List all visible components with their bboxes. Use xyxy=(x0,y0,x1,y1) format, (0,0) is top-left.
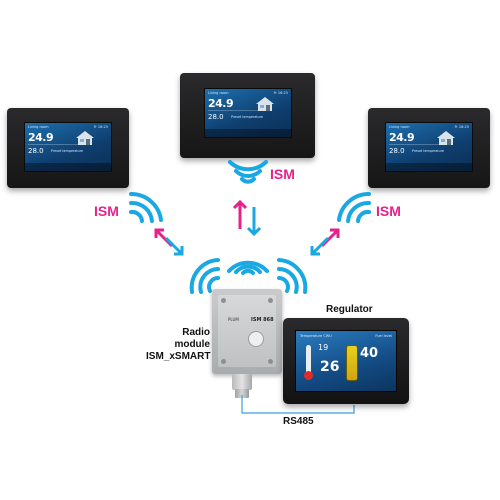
screen-preset-label: Preset temperature xyxy=(231,115,264,119)
screw-icon xyxy=(268,359,273,364)
cable-gland-nut xyxy=(235,389,249,398)
radio-module-label-line1: Radio module xyxy=(174,327,210,350)
regulator-big-temp: 26 xyxy=(320,359,340,375)
wifi-signal-icon-module-left xyxy=(189,258,220,294)
radio-module-label-line2: ISM_xSMART xyxy=(146,351,211,362)
house-icon xyxy=(76,131,94,145)
radio-module-label: Radio module ISM_xSMART xyxy=(146,327,210,363)
screen-preset-temp: 28.0 xyxy=(389,147,405,155)
regulator-device: Temperature CWU Fuel level 19 26 40 xyxy=(283,318,409,404)
regulator-screen: Temperature CWU Fuel level 19 26 40 xyxy=(295,330,397,392)
thermostat-screen: Living room Fr 16:25 24.9 28.0 Preset tem… xyxy=(24,122,112,172)
module-model: ISM 868 xyxy=(251,317,274,323)
screen-time: Fr 16:25 xyxy=(93,125,108,129)
regulator-header-left: Temperature CWU xyxy=(300,334,332,338)
screen-status-bar xyxy=(386,163,472,171)
screen-preset-label: Preset temperature xyxy=(412,149,445,153)
bidirectional-arrow-center xyxy=(232,199,262,237)
screen-main-temp: 24.9 xyxy=(28,131,54,144)
wifi-signal-icon-left xyxy=(129,191,163,223)
wifi-signal-icon-right xyxy=(337,191,371,223)
ism-label-left: ISM xyxy=(94,203,119,219)
regulator-small-temp: 19 xyxy=(318,343,329,352)
house-icon xyxy=(256,97,274,111)
rs485-label: RS485 xyxy=(283,416,314,427)
bidirectional-arrow-left xyxy=(154,228,184,256)
screen-divider xyxy=(208,110,258,111)
thermostat-panel-center: Living room Fr 16:25 24.9 28.0 Preset tem… xyxy=(180,73,315,158)
screen-main-temp: 24.9 xyxy=(208,97,234,110)
screen-time: Fr 16:25 xyxy=(273,91,288,95)
thermometer-icon xyxy=(306,345,311,375)
ism-label-right: ISM xyxy=(376,203,401,219)
screen-room-label: Living room xyxy=(28,125,49,129)
screw-icon xyxy=(221,359,226,364)
antenna-icon xyxy=(248,331,264,347)
screen-divider xyxy=(389,144,439,145)
screen-room-label: Living room xyxy=(208,91,229,95)
wifi-signal-icon-center xyxy=(228,160,268,184)
screen-status-bar xyxy=(25,163,111,171)
wifi-signal-icon-module-right xyxy=(277,258,308,294)
radio-module-device: PLUM ISM 868 xyxy=(212,289,282,374)
rs485-connection-line xyxy=(241,395,355,414)
screen-main-temp: 24.9 xyxy=(389,131,415,144)
house-icon xyxy=(437,131,455,145)
screw-icon xyxy=(268,298,273,303)
cable-gland xyxy=(232,374,252,390)
thermostat-screen: Living room Fr 16:25 24.9 28.0 Preset tem… xyxy=(385,122,473,172)
regulator-fuel-value: 40 xyxy=(360,346,379,361)
fuel-tank-icon xyxy=(346,345,358,381)
screw-icon xyxy=(221,298,226,303)
radio-module-face: PLUM ISM 868 xyxy=(218,295,276,367)
thermometer-bulb xyxy=(304,371,313,380)
thermostat-panel-left: Living room Fr 16:25 24.9 28.0 Preset tem… xyxy=(7,108,129,188)
regulator-header-right: Fuel level xyxy=(375,334,392,338)
screen-preset-label: Preset temperature xyxy=(51,149,84,153)
screen-preset-temp: 28.0 xyxy=(208,113,224,121)
thermostat-panel-right: Living room Fr 16:25 24.9 28.0 Preset tem… xyxy=(368,108,490,188)
wifi-signal-icon-module-center xyxy=(227,260,269,275)
screen-preset-temp: 28.0 xyxy=(28,147,44,155)
bidirectional-arrow-right xyxy=(310,228,340,256)
regulator-label: Regulator xyxy=(326,304,373,315)
screen-status-bar xyxy=(205,129,291,137)
ism-label-center: ISM xyxy=(270,166,295,182)
thermostat-screen: Living room Fr 16:25 24.9 28.0 Preset tem… xyxy=(204,88,292,138)
screen-divider xyxy=(28,144,78,145)
module-brand: PLUM xyxy=(228,317,239,322)
screen-time: Fr 16:25 xyxy=(454,125,469,129)
screen-room-label: Living room xyxy=(389,125,410,129)
